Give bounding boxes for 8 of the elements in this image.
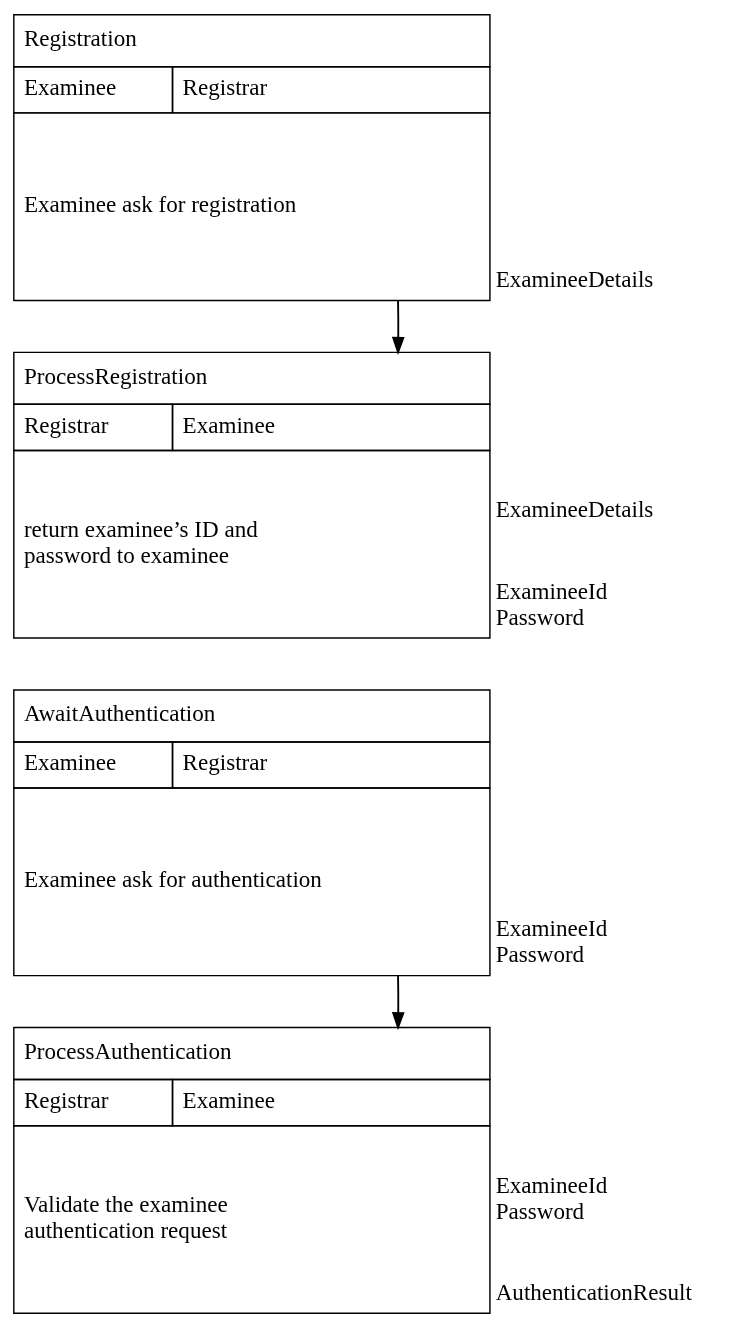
node-label: ExamineeId Password	[495, 914, 608, 967]
node-label: ExamineeId Password	[495, 577, 608, 630]
node-label: ExamineeId Password	[495, 1171, 608, 1224]
arrow	[391, 974, 405, 1030]
arrow	[391, 299, 405, 355]
node-label: AuthenticationResult	[495, 1278, 692, 1305]
node-label: ExamineeDetails	[495, 495, 654, 522]
node-label: ExamineeDetails	[495, 265, 654, 292]
